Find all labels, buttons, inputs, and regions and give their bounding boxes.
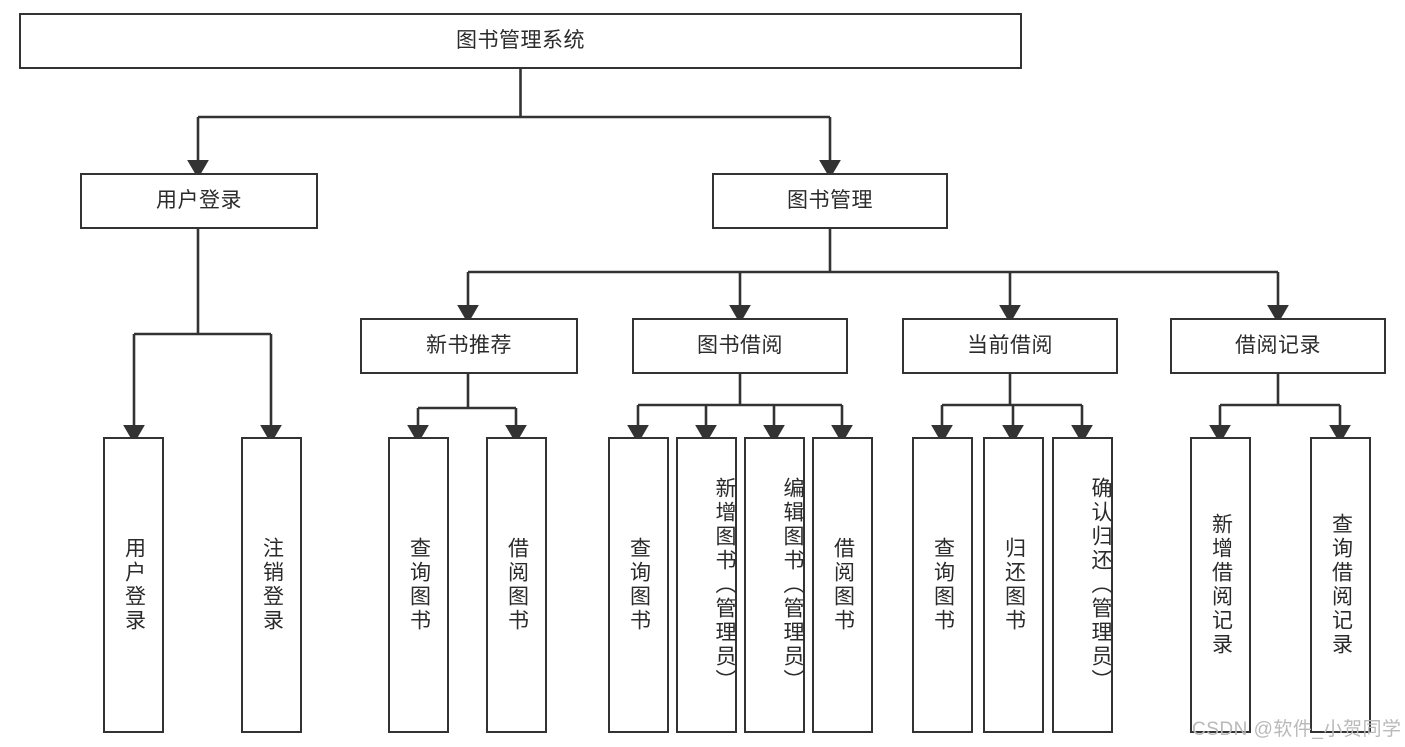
edge-bookmanage-to-level3 — [457, 229, 1289, 324]
node-current-borrow[interactable]: 当前借阅 — [902, 318, 1118, 374]
leaf-borrow-book-recommend[interactable]: 借阅图书 — [486, 437, 547, 733]
leaf-query-book-borrow[interactable]: 查询图书 — [608, 437, 669, 733]
leaf-user-logout[interactable]: 注销登录 — [241, 437, 302, 733]
node-borrow-record[interactable]: 借阅记录 — [1170, 318, 1386, 374]
leaf-add-book-admin[interactable]: 新增图书（管理员） — [676, 437, 737, 733]
leaf-add-borrow-record[interactable]: 新增借阅记录 — [1190, 437, 1251, 733]
leaf-query-borrow-record[interactable]: 查询借阅记录 — [1310, 437, 1371, 733]
leaf-edit-book-admin[interactable]: 编辑图书（管理员） — [744, 437, 805, 733]
leaf-query-book-current[interactable]: 查询图书 — [912, 437, 973, 733]
watermark-text: CSDN @软件_小贺同学 — [1192, 719, 1402, 740]
node-new-book-recommend[interactable]: 新书推荐 — [360, 318, 578, 374]
edge-borrowrecord-to-leaves — [1209, 374, 1351, 444]
edge-currentborrow-to-leaves — [931, 374, 1093, 444]
leaf-borrow-book[interactable]: 借阅图书 — [812, 437, 873, 733]
leaf-user-login[interactable]: 用户登录 — [103, 437, 164, 733]
edge-root-to-level2 — [187, 69, 841, 179]
leaf-confirm-return-admin[interactable]: 确认归还（管理员） — [1052, 437, 1113, 733]
leaf-query-book-recommend[interactable]: 查询图书 — [388, 437, 449, 733]
node-book-manage[interactable]: 图书管理 — [712, 173, 948, 229]
leaf-return-book[interactable]: 归还图书 — [983, 437, 1044, 733]
edge-userlogin-to-leaves — [123, 229, 282, 444]
edge-newbook-to-leaves — [407, 374, 527, 444]
node-book-borrow[interactable]: 图书借阅 — [632, 318, 848, 374]
node-user-login[interactable]: 用户登录 — [80, 173, 318, 229]
edge-bookborrow-to-leaves — [627, 374, 853, 444]
node-root[interactable]: 图书管理系统 — [19, 13, 1022, 69]
